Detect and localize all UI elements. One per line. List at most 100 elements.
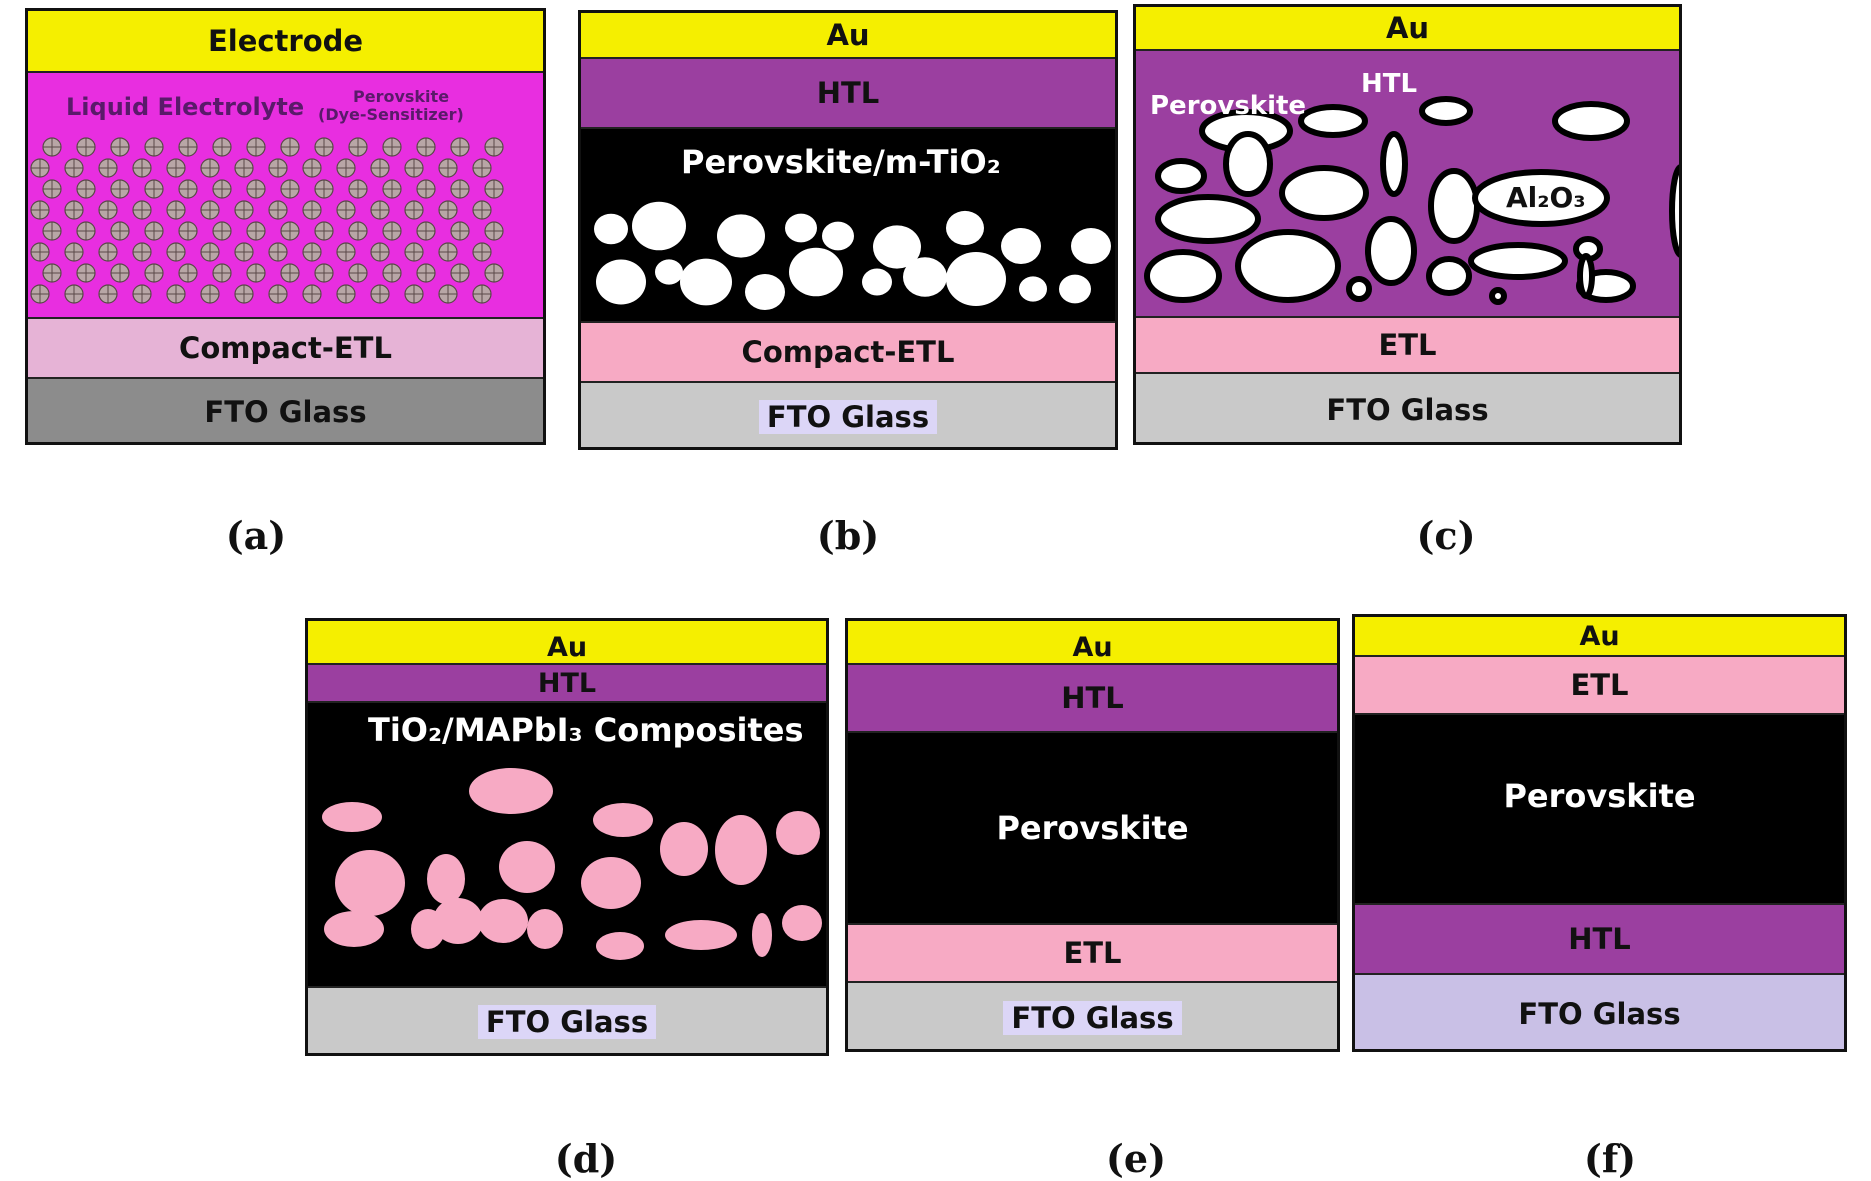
sensitized-particle: [30, 200, 50, 220]
sensitized-particle: [302, 158, 322, 178]
au-label: Au: [1579, 620, 1620, 652]
sensitized-particle: [348, 179, 368, 199]
al2o3-particle: [1426, 256, 1472, 296]
sensitized-particle: [30, 242, 50, 262]
fto-glass-label: FTO Glass: [1326, 392, 1489, 427]
al2o3-particle: [1235, 229, 1341, 303]
sensitized-particle: [98, 158, 118, 178]
al2o3-particle: [1365, 216, 1417, 286]
sensitized-particle: [234, 200, 254, 220]
sensitized-particle: [64, 284, 84, 304]
composite-particle: [593, 803, 653, 837]
al2o3-particle: [1472, 169, 1610, 227]
etl-label: ETL: [1570, 668, 1629, 702]
tio2-particle: [680, 258, 732, 306]
sensitized-particle: [42, 221, 62, 241]
sensitized-particle: [268, 284, 288, 304]
sensitized-particle: [484, 137, 504, 157]
dye-sensitized-particles: [30, 137, 504, 304]
sensitized-particle: [348, 263, 368, 283]
fto-glass-layer: FTO Glass: [581, 383, 1115, 447]
sensitized-particle: [76, 263, 96, 283]
sensitized-particle: [246, 137, 266, 157]
liquid-electrolyte-label: Liquid Electrolyte: [66, 93, 305, 121]
sensitized-particle: [110, 263, 130, 283]
composite-particle: [499, 841, 555, 893]
etl-layer: ETL: [848, 925, 1337, 983]
composite-particle: [715, 815, 767, 885]
liquid-electrolyte-layer: Liquid Electrolyte Perovskite (Dye-Sensi…: [28, 73, 543, 319]
sensitized-particle: [416, 179, 436, 199]
au-label: Au: [546, 632, 588, 663]
sensitized-particle: [132, 284, 152, 304]
perovskite-htl-layer: Perovskite HTL Al₂O₃: [1136, 51, 1679, 318]
fto-glass-label: FTO Glass: [1518, 996, 1681, 1031]
composite-particle: [335, 850, 405, 916]
sensitized-particle: [246, 179, 266, 199]
sensitized-particle: [370, 200, 390, 220]
al2o3-particle: [1155, 158, 1207, 194]
fto-glass-layer: FTO Glass: [1355, 975, 1844, 1049]
al2o3-particle: [1489, 287, 1507, 305]
fto-glass-layer: FTO Glass: [308, 988, 826, 1053]
sensitized-particle: [178, 137, 198, 157]
composite-particle: [782, 905, 822, 941]
sensitized-particle: [200, 158, 220, 178]
sensitized-particle: [450, 263, 470, 283]
sensitized-particle: [314, 263, 334, 283]
sensitized-particle: [438, 242, 458, 262]
composites-label: TiO₂/MAPbI₃ Composites: [368, 711, 804, 749]
au-layer: Au: [308, 621, 826, 665]
sensitized-particle: [200, 200, 220, 220]
sensitized-particle: [98, 200, 118, 220]
sensitized-particle: [450, 137, 470, 157]
htl-label: HTL: [816, 76, 880, 110]
composite-particle: [776, 811, 820, 855]
sensitized-particle: [30, 158, 50, 178]
composite-particle: [411, 909, 445, 949]
sensitized-particle: [144, 221, 164, 241]
sensitized-particle: [280, 263, 300, 283]
etl-label: ETL: [1063, 936, 1122, 970]
sensitized-particle: [246, 221, 266, 241]
dye-sensitizer-note: (Dye-Sensitizer): [318, 105, 464, 124]
htl-layer: HTL: [848, 665, 1337, 733]
sensitized-particle: [234, 284, 254, 304]
composite-particle: [478, 899, 528, 943]
sensitized-particle: [438, 284, 458, 304]
sensitized-particle: [268, 158, 288, 178]
sensitized-particle: [76, 221, 96, 241]
sensitized-particle: [234, 158, 254, 178]
sensitized-particle: [212, 263, 232, 283]
composite-particle: [596, 932, 644, 960]
htl-layer: HTL: [581, 59, 1115, 129]
tio2-particle: [1001, 228, 1041, 264]
perovskite-layer: Perovskite: [1355, 715, 1844, 905]
mesoporous-tio2-particles: [594, 201, 1111, 310]
htl-layer: HTL: [308, 665, 826, 703]
perovskite-mtio2-label: Perovskite/m-TiO₂: [681, 143, 1001, 181]
electrode-label: Electrode: [207, 24, 364, 58]
sensitized-particle: [416, 221, 436, 241]
panel-a-dssc-structure: Electrode Liquid Electrolyte Perovskite …: [25, 8, 546, 445]
sensitized-particle: [212, 137, 232, 157]
al2o3-particle: [1468, 242, 1568, 280]
caption-b: (b): [816, 513, 880, 558]
tio2-composite-particles: [322, 768, 822, 960]
perovskite-mtio2-layer: Perovskite/m-TiO₂: [581, 129, 1115, 323]
al2o3-particle: [1428, 168, 1480, 244]
al2o3-particle: [1279, 165, 1369, 221]
sensitized-particle: [382, 137, 402, 157]
sensitized-particle: [268, 200, 288, 220]
sensitized-particle: [166, 284, 186, 304]
al2o3-label: Al₂O₃: [1506, 181, 1586, 214]
composite-particle: [324, 911, 384, 947]
sensitized-particle: [132, 200, 152, 220]
au-layer: Au: [1355, 617, 1844, 657]
sensitized-particle: [144, 179, 164, 199]
sensitized-particle: [280, 221, 300, 241]
tio2-particle: [745, 274, 785, 310]
sensitized-particle: [370, 242, 390, 262]
sensitized-particle: [200, 242, 220, 262]
sensitized-particle: [314, 221, 334, 241]
